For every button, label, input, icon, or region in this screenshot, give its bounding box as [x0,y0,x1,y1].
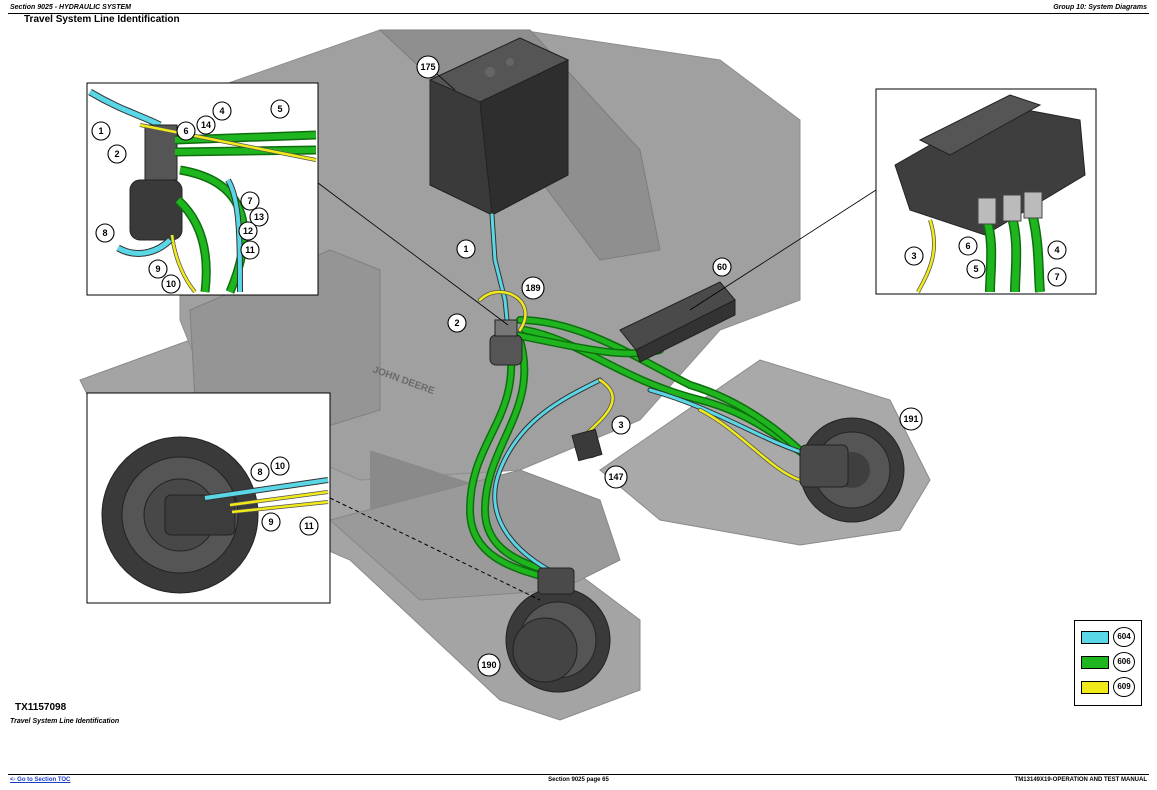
hydraulic-tank [428,37,570,216]
footer-divider [8,774,1149,775]
legend-row-609: 609 [1081,677,1139,697]
svg-text:4: 4 [1054,245,1059,255]
header-divider [8,13,1149,14]
manual-title: TM13149X19-OPERATION AND TEST MANUAL [1014,777,1147,783]
callout-inset1-14: 14 [196,115,216,135]
legend-swatch-604 [1081,631,1109,644]
svg-text:190: 190 [481,660,496,670]
inset-leader-lines [317,182,877,601]
callout-inset3-8: 8 [250,462,270,482]
callout-inset1-1: 1 [91,121,111,141]
group-header: Group 10: System Diagrams [1053,4,1147,11]
svg-text:5: 5 [277,104,282,114]
callout-1-main: 1 [456,239,476,259]
line-color-legend: 604 606 609 [1074,620,1142,706]
svg-text:175: 175 [420,62,435,72]
callout-inset1-2: 2 [107,144,127,164]
callout-inset3-9: 9 [261,512,281,532]
svg-text:10: 10 [166,279,176,289]
svg-text:10: 10 [275,461,285,471]
svg-text:5: 5 [973,264,978,274]
svg-text:14: 14 [201,120,211,130]
hoses-604-main [492,377,813,583]
callout-inset3-10: 10 [270,456,290,476]
travel-motor-190 [505,567,611,693]
legend-row-604: 604 [1081,627,1139,647]
swivel-189 [489,319,523,366]
callout-inset1-9: 9 [148,259,168,279]
svg-text:7: 7 [247,196,252,206]
svg-text:9: 9 [268,517,273,527]
callout-inset2-4: 4 [1047,240,1067,260]
svg-text:1: 1 [463,244,468,254]
callout-3-main: 3 [611,415,631,435]
callout-60: 60 [712,257,732,277]
callout-inset2-3: 3 [904,246,924,266]
svg-text:3: 3 [618,420,623,430]
travel-motor-191 [799,417,905,523]
component-147 [571,428,603,462]
legend-label-609: 609 [1113,677,1135,697]
callout-inset1-12: 12 [238,221,258,241]
legend-row-606: 606 [1081,652,1139,672]
svg-text:13: 13 [254,212,264,222]
svg-text:2: 2 [114,149,119,159]
callout-191: 191 [899,407,923,431]
callout-inset1-5: 5 [270,99,290,119]
inset-travel-motor-detail [86,392,331,604]
callout-2-main: 2 [447,313,467,333]
svg-text:8: 8 [102,228,107,238]
callout-147: 147 [604,465,628,489]
svg-text:60: 60 [717,262,727,272]
svg-text:9: 9 [155,264,160,274]
callout-inset2-7: 7 [1047,267,1067,287]
svg-text:6: 6 [965,241,970,251]
svg-text:8: 8 [257,467,262,477]
svg-text:7: 7 [1054,272,1059,282]
legend-swatch-609 [1081,681,1109,694]
hoses-606-main [465,316,814,584]
figure-caption: Travel System Line Identification [10,718,120,725]
callout-189: 189 [521,276,545,300]
svg-text:12: 12 [243,226,253,236]
legend-label-604: 604 [1113,627,1135,647]
toc-link[interactable]: <- Go to Section TOC [10,777,71,783]
svg-text:4: 4 [219,106,224,116]
svg-text:147: 147 [608,472,623,482]
page-number: Section 9025 page 65 [548,777,609,783]
callout-inset1-7: 7 [240,191,260,211]
callout-inset1-13: 13 [249,207,269,227]
svg-text:3: 3 [911,251,916,261]
figure-id: TX1157098 [15,702,67,713]
legend-label-606: 606 [1113,652,1135,672]
svg-text:11: 11 [304,521,314,531]
legend-swatch-606 [1081,656,1109,669]
svg-text:1: 1 [98,126,103,136]
control-valve-60 [619,281,736,363]
svg-text:191: 191 [903,414,918,424]
callout-inset2-6: 6 [958,236,978,256]
hose-604-tank-line [489,212,511,333]
callout-inset1-6: 6 [176,121,196,141]
callout-inset1-10: 10 [161,274,181,294]
callout-inset1-4: 4 [212,101,232,121]
page-title: Travel System Line Identification [24,14,180,25]
callout-inset1-11: 11 [240,240,260,260]
svg-text:6: 6 [183,126,188,136]
callout-175: 175 [416,55,440,79]
callout-inset1-8: 8 [95,223,115,243]
callout-190: 190 [477,653,501,677]
callout-inset3-11: 11 [299,516,319,536]
section-header: Section 9025 - HYDRAULIC SYSTEM [10,4,131,11]
svg-text:11: 11 [245,245,255,255]
svg-text:189: 189 [525,283,540,293]
svg-text:2: 2 [454,318,459,328]
callout-inset2-5: 5 [966,259,986,279]
